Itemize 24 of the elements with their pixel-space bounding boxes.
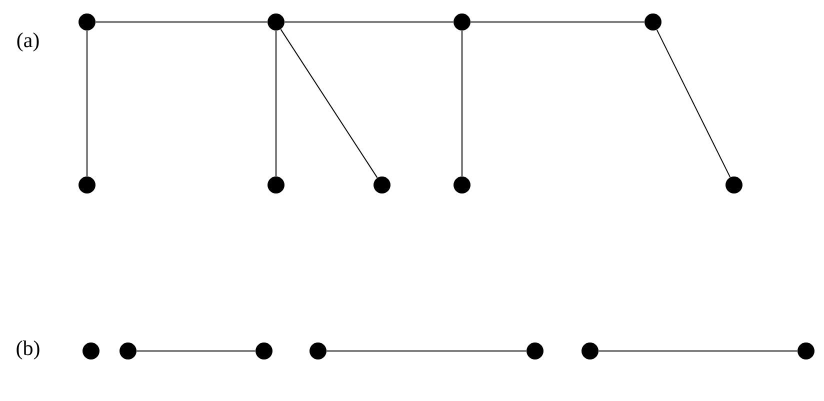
dot [268, 176, 284, 194]
dot [582, 342, 598, 360]
dot [526, 342, 544, 360]
dot [726, 176, 742, 194]
line [598, 350, 798, 352]
dot [798, 342, 814, 360]
dot [454, 176, 470, 194]
line [280, 28, 378, 178]
panel-label: (a) [17, 32, 39, 52]
line [136, 350, 256, 352]
line [656, 29, 731, 178]
dot [374, 176, 390, 194]
dot [82, 342, 100, 360]
dot [268, 14, 284, 30]
dot [454, 14, 470, 30]
line [326, 350, 527, 352]
dot [310, 342, 326, 360]
dot [78, 14, 96, 30]
dot [644, 14, 662, 30]
line [86, 30, 88, 177]
panel-label: (b) [16, 340, 40, 360]
dot [120, 342, 136, 360]
dot [256, 342, 272, 360]
dot [78, 176, 96, 194]
